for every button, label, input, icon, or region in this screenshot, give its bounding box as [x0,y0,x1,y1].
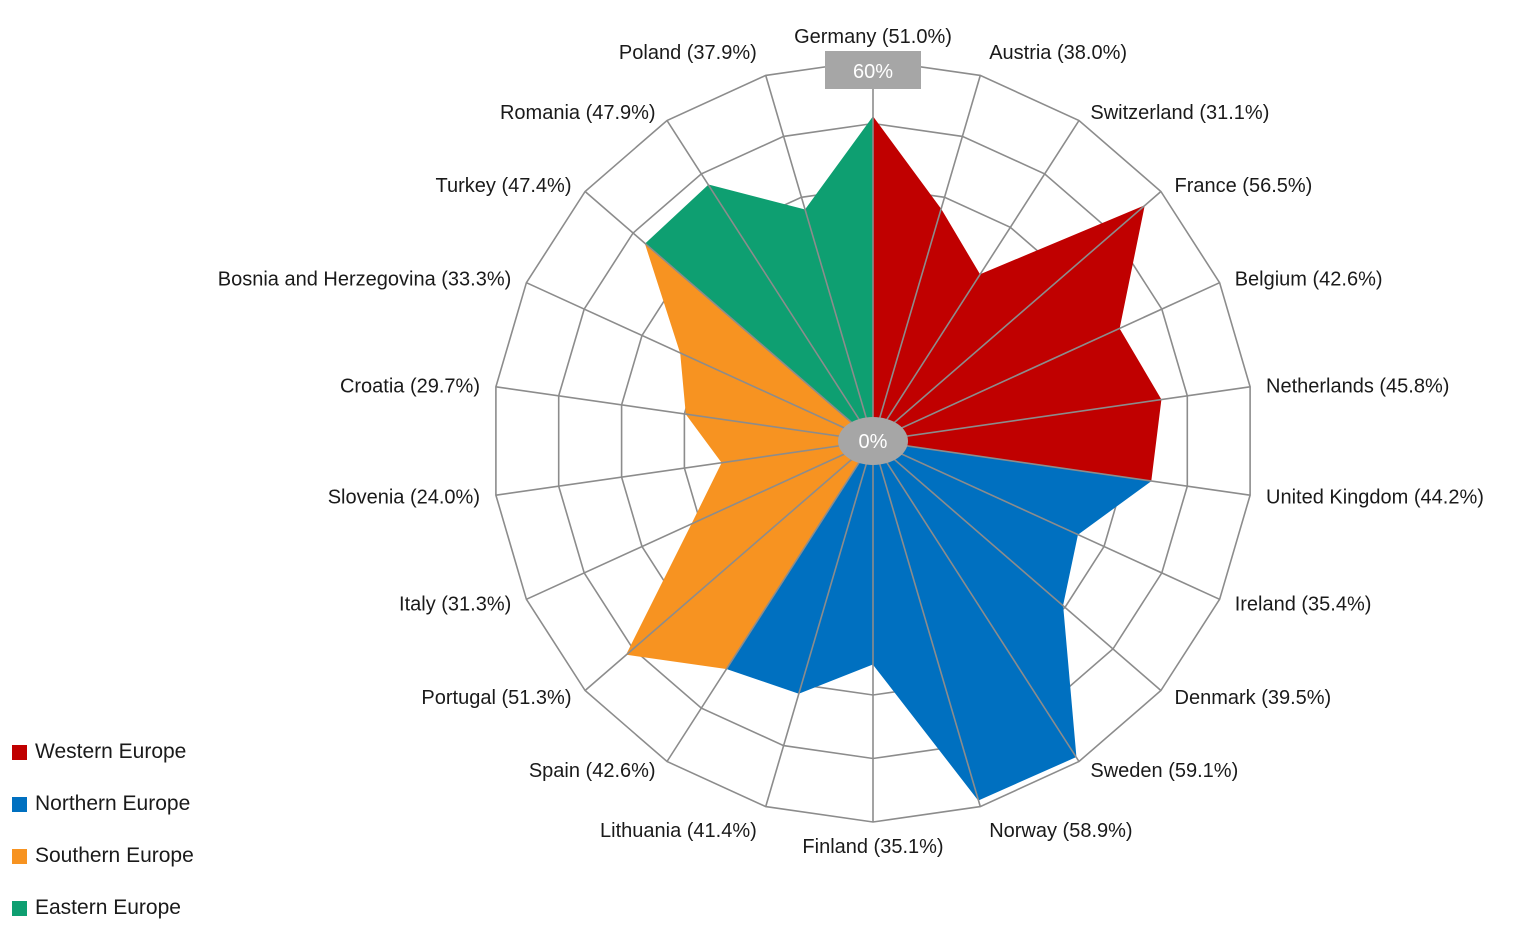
legend-label-northern-europe: Northern Europe [35,792,191,815]
category-label-slovenia: Slovenia (24.0%) [328,487,480,509]
spoke-croatia [495,386,874,442]
category-label-lithuania: Lithuania (41.4%) [600,820,757,842]
legend-item-eastern-europe: Eastern Europe [12,882,194,934]
category-label-finland: Finland (35.1%) [802,836,943,858]
legend-item-western-europe: Western Europe [12,726,194,778]
spoke-turkey [584,190,874,442]
category-label-portugal: Portugal (51.3%) [421,687,571,709]
legend-label-western-europe: Western Europe [35,740,187,763]
legend-label-southern-europe: Southern Europe [35,844,194,867]
radar-chart: Germany (51.0%) Austria (38.0%) Switzerlan… [218,26,1484,858]
spoke-switzerland [872,120,1080,442]
spoke-italy [526,440,874,601]
category-label-denmark: Denmark (39.5%) [1175,687,1332,709]
category-label-france: France (56.5%) [1175,175,1313,197]
spoke-sweden [872,440,1080,762]
category-label-poland: Poland (37.9%) [619,42,757,64]
spoke-romania [666,120,874,442]
spoke-spain [666,440,874,762]
spoke-portugal [584,440,874,692]
category-labels: Germany (51.0%) Austria (38.0%) Switzerlan… [218,26,1484,858]
legend-label-eastern-europe: Eastern Europe [35,896,181,919]
spoke-norway [872,440,982,807]
max-tick-label: 60% [853,61,893,83]
category-label-united-kingdom: United Kingdom (44.2%) [1266,487,1484,509]
legend-item-northern-europe: Northern Europe [12,778,194,830]
spoke-france [872,190,1162,442]
legend-swatch-western-europe [12,744,27,760]
spoke-denmark [872,440,1162,692]
category-label-norway: Norway (58.9%) [989,820,1132,842]
spoke-ireland [872,440,1220,601]
legend: Western Europe Northern Europe Southern … [12,726,194,934]
category-label-austria: Austria (38.0%) [989,42,1127,64]
category-label-netherlands: Netherlands (45.8%) [1266,375,1449,397]
spoke-belgium [872,281,1220,442]
category-label-spain: Spain (42.6%) [529,760,656,782]
min-tick-badge [838,417,908,465]
spoke-austria [872,75,982,442]
spoke-united-kingdom [872,440,1251,496]
spoke-slovenia [495,440,874,496]
category-label-bosnia-and-herzegovina: Bosnia and Herzegovina (33.3%) [218,269,512,291]
legend-swatch-southern-europe [12,848,27,864]
spoke-bosnia-and-herzegovina [526,281,874,442]
category-label-turkey: Turkey (47.4%) [436,175,572,197]
tick-labels: 60% 0% [825,51,921,465]
category-label-switzerland: Switzerland (31.1%) [1090,102,1269,124]
legend-swatch-northern-europe [12,796,27,812]
spoke-netherlands [872,386,1251,442]
min-tick-label: 0% [859,431,888,453]
category-label-ireland: Ireland (35.4%) [1235,593,1372,615]
spoke-poland [764,75,874,442]
legend-swatch-eastern-europe [12,900,27,916]
legend-item-southern-europe: Southern Europe [12,830,194,882]
spoke-lithuania [764,440,874,807]
category-label-romania: Romania (47.9%) [500,102,656,124]
category-label-italy: Italy (31.3%) [399,593,511,615]
category-label-sweden: Sweden (59.1%) [1090,760,1238,782]
category-label-belgium: Belgium (42.6%) [1235,269,1383,291]
radar-spokes [495,60,1251,822]
category-label-croatia: Croatia (29.7%) [340,375,480,397]
max-tick-badge [825,51,921,89]
category-label-germany: Germany (51.0%) [794,26,952,48]
